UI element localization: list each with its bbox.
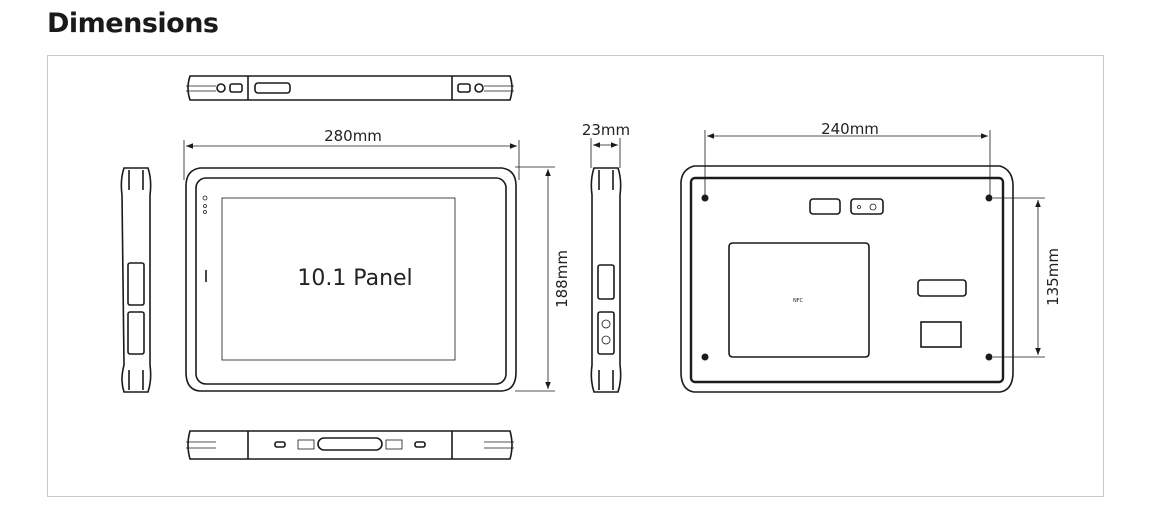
depth-label: 23mm (582, 121, 630, 139)
section-title: Dimensions (47, 8, 219, 39)
width-dimension: 280mm (183, 127, 520, 180)
docking-connector-icon (317, 437, 383, 451)
nfc-label: NFC (793, 298, 804, 304)
left-side-view (120, 167, 152, 393)
width-label: 280mm (324, 127, 382, 145)
right-side-view (590, 167, 622, 393)
height-label: 188mm (553, 250, 571, 308)
back-width-label: 240mm (821, 120, 879, 138)
height-dimension: 188mm (515, 166, 571, 392)
flash-icon (850, 198, 884, 215)
battery-cover (728, 242, 870, 358)
camera-icon (809, 198, 841, 215)
screen-label: 10.1 Panel (297, 266, 412, 291)
top-view (186, 75, 514, 101)
back-width-dimension: 240mm (704, 120, 991, 195)
back-view: NFC (680, 165, 1014, 393)
back-height-label: 135mm (1044, 248, 1062, 306)
depth-dimension: 23mm (582, 121, 630, 168)
display-panel (221, 197, 456, 361)
drawing-frame (47, 55, 1104, 497)
front-view: 10.1 Panel (185, 167, 517, 392)
port-icon (216, 83, 226, 93)
back-height-dimension: 135mm (993, 197, 1062, 358)
port-icon (474, 83, 484, 93)
button-cluster-icon (254, 82, 291, 94)
bottom-view (186, 430, 514, 460)
